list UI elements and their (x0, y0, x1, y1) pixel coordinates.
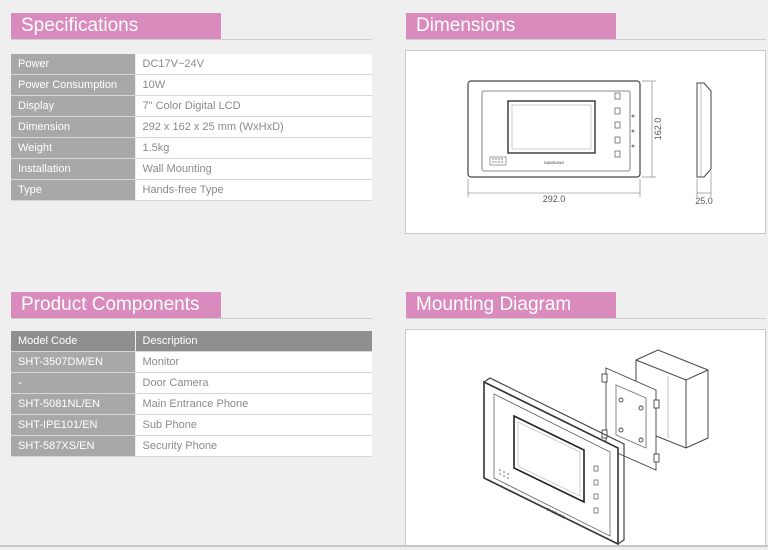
spec-label: Weight (11, 137, 136, 159)
components-table: Model Code Description SHT-3507DM/EN Mon… (11, 331, 372, 457)
description-cell: Door Camera (135, 372, 372, 394)
page-bottom-rule (0, 545, 768, 547)
brand-label: SAMSUNG (544, 160, 564, 165)
table-row: SHT-IPE101/EN Sub Phone (11, 414, 372, 436)
dimensions-figure: SAMSUNG 292.0 162.0 25.0 (405, 50, 766, 234)
dimensions-drawing: SAMSUNG 292.0 162.0 25.0 (467, 80, 713, 206)
spec-value: 1.5kg (135, 137, 372, 159)
mounting-figure: SAMSUNG (405, 329, 766, 546)
spec-label: Dimension (11, 116, 136, 138)
spec-row-weight: Weight 1.5kg (11, 137, 372, 159)
spec-row-power-consumption: Power Consumption 10W (11, 74, 372, 96)
table-row: SHT-5081NL/EN Main Entrance Phone (11, 393, 372, 415)
column-header-model-code: Model Code (11, 331, 136, 352)
spec-row-display: Display 7" Color Digital LCD (11, 95, 372, 117)
spec-value: Hands-free Type (135, 179, 372, 201)
mounting-bracket (601, 367, 660, 471)
monitor-screen (507, 100, 596, 154)
specifications-table: Power DC17V~24V Power Consumption 10W Di… (11, 54, 372, 201)
table-row: SHT-587XS/EN Security Phone (11, 435, 372, 457)
monitor-button-icons (614, 92, 635, 158)
table-row: SHT-3507DM/EN Monitor (11, 351, 372, 373)
table-row: - Door Camera (11, 372, 372, 394)
spec-value: Wall Mounting (135, 158, 372, 180)
model-code-cell: SHT-587XS/EN (11, 435, 136, 457)
speaker-grille-icon (489, 156, 507, 166)
spec-row-type: Type Hands-free Type (11, 179, 372, 201)
width-dimension-label: 292.0 (543, 194, 566, 204)
spec-value: 7" Color Digital LCD (135, 95, 372, 117)
monitor-side-view (696, 82, 712, 178)
model-code-cell: SHT-3507DM/EN (11, 351, 136, 373)
mounting-title-rule (406, 318, 766, 319)
spec-row-dimension: Dimension 292 x 162 x 25 mm (WxHxD) (11, 116, 372, 138)
spec-value: 10W (135, 74, 372, 96)
depth-dimension-label: 25.0 (695, 196, 713, 206)
spec-row-power: Power DC17V~24V (11, 54, 372, 75)
model-code-cell: SHT-5081NL/EN (11, 393, 136, 415)
spec-label: Power (11, 54, 136, 75)
spec-value: 292 x 162 x 25 mm (WxHxD) (135, 116, 372, 138)
description-cell: Main Entrance Phone (135, 393, 372, 415)
model-code-cell: - (11, 372, 136, 394)
model-code-cell: SHT-IPE101/EN (11, 414, 136, 436)
dimensions-title: Dimensions (406, 13, 616, 39)
components-title-rule (11, 318, 372, 319)
dimensions-title-rule (406, 39, 766, 40)
column-header-description: Description (135, 331, 372, 352)
description-cell: Security Phone (135, 435, 372, 457)
specifications-title-rule (11, 39, 372, 40)
mounting-title: Mounting Diagram (406, 292, 616, 318)
spec-label: Display (11, 95, 136, 117)
spec-label: Power Consumption (11, 74, 136, 96)
spec-row-installation: Installation Wall Mounting (11, 158, 372, 180)
spec-label: Installation (11, 158, 136, 180)
components-title: Product Components (11, 292, 221, 318)
mounting-drawing: SAMSUNG (483, 349, 709, 546)
description-cell: Sub Phone (135, 414, 372, 436)
height-dimension-label: 162.0 (653, 118, 663, 141)
components-header-row: Model Code Description (11, 331, 372, 352)
monitor-perspective: SAMSUNG (483, 377, 625, 546)
spec-label: Type (11, 179, 136, 201)
description-cell: Monitor (135, 351, 372, 373)
speaker-grille-icon (499, 469, 509, 479)
specifications-title: Specifications (11, 13, 221, 39)
spec-value: DC17V~24V (135, 54, 372, 75)
